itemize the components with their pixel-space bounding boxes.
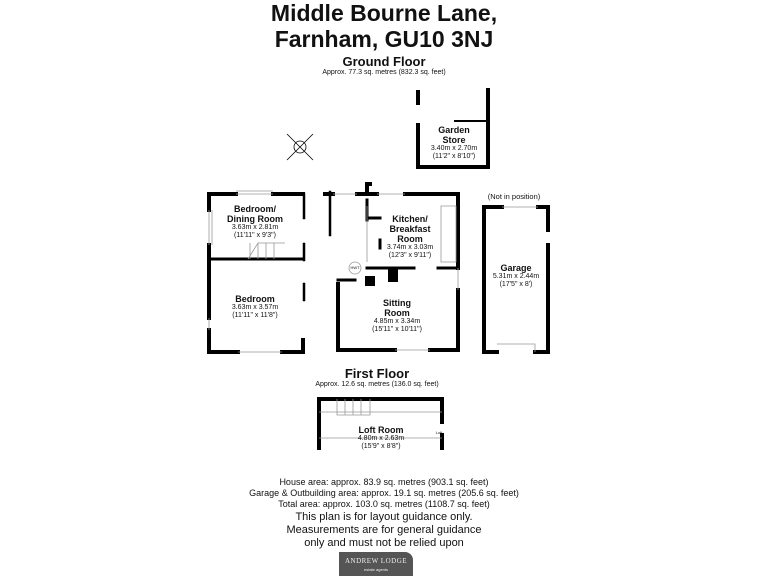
property-title-line2: Farnham, GU10 3NJ <box>274 26 494 52</box>
garage-walls <box>482 205 550 354</box>
room-bedroom: Bedroom 3.63m x 3.57m(11'11" x 11'8") <box>231 294 279 319</box>
total-area: Total area: approx. 103.0 sq. metres (11… <box>278 499 490 509</box>
disclaimer-line1: This plan is for layout guidance only. <box>295 511 473 523</box>
room-loft: Loft Room 4.80m x 2.63m(15'9" x 8'8") <box>357 425 405 450</box>
house-walls-left <box>207 192 305 354</box>
ground-floor-label: Ground Floor <box>342 54 426 69</box>
house-walls-right <box>336 182 460 352</box>
garden-store-walls <box>416 88 490 169</box>
room-bedroom-dining: Bedroom/Dining Room 3.63m x 2.81m(11'11"… <box>227 204 283 239</box>
loft-hatch-label: Loft <box>435 430 443 435</box>
garage-note: (Not in position) <box>487 192 541 201</box>
loft-walls <box>317 397 444 450</box>
disclaimer-line2: Measurements are for general guidance <box>286 524 482 536</box>
hwt-label: HWT <box>350 265 360 270</box>
ground-floor-area: Approx. 77.3 sq. metres (832.3 sq. feet) <box>322 69 446 76</box>
disclaimer-line3: only and must not be relied upon <box>304 537 464 549</box>
property-title-line1: Middle Bourne Lane, <box>270 0 498 26</box>
agent-logo: ANDREW LODGE estate agents <box>339 552 413 576</box>
first-floor-label: First Floor <box>344 366 410 381</box>
first-floor-area: Approx. 12.6 sq. metres (136.0 sq. feet) <box>315 381 439 388</box>
house-area: House area: approx. 83.9 sq. metres (903… <box>279 477 489 487</box>
room-garage: Garage 5.31m x 2.44m(17'5" x 8') <box>492 263 540 288</box>
garage-area: Garage & Outbuilding area: approx. 19.1 … <box>249 488 519 498</box>
